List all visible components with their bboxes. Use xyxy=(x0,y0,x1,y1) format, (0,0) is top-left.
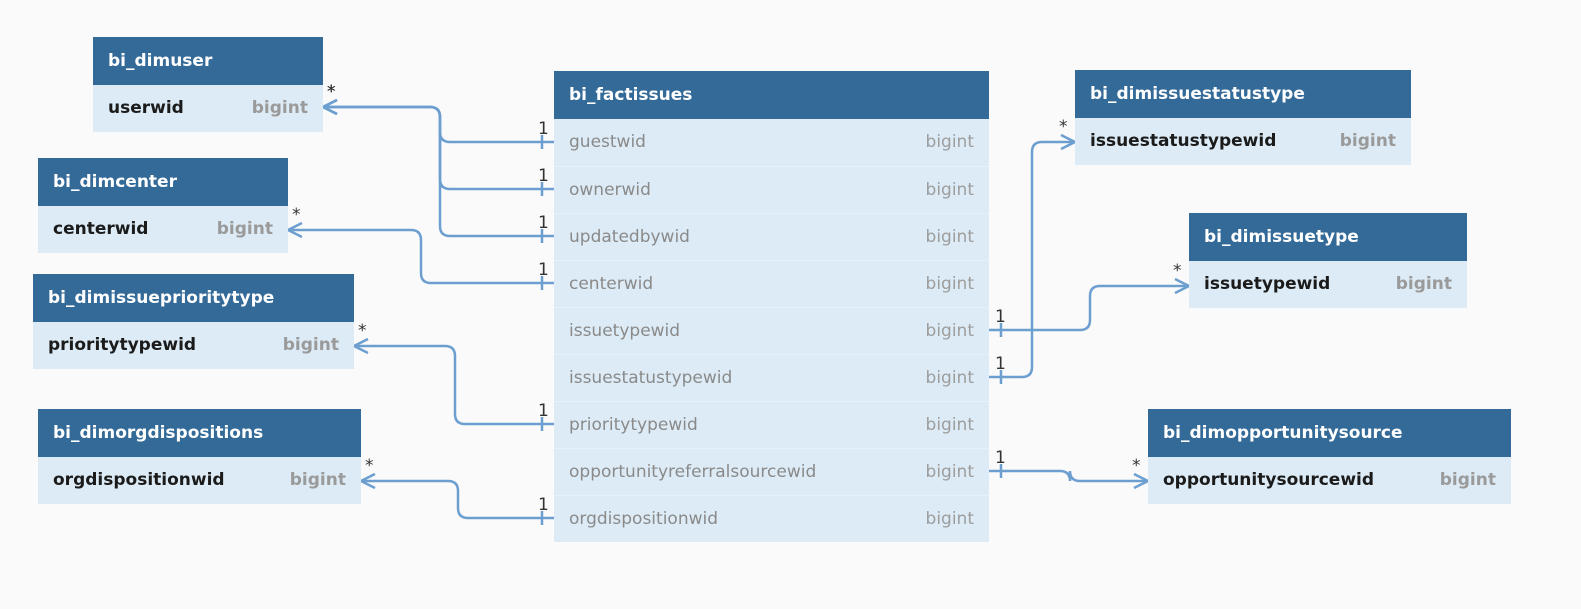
cardinality-many-label: * xyxy=(1059,117,1068,137)
column-type: bigint xyxy=(282,335,339,355)
relationship-line xyxy=(323,105,554,191)
table-column-row[interactable]: issuestatustypewid bigint xyxy=(554,354,989,401)
cardinality-many-label: * xyxy=(292,205,301,225)
table-header[interactable]: bi_dimorgdispositions xyxy=(38,409,361,457)
column-name: opportunityreferralsourcewid xyxy=(569,462,817,482)
table-column-row[interactable]: updatedbywid bigint xyxy=(554,213,989,260)
table-header[interactable]: bi_dimissuestatustype xyxy=(1075,70,1411,118)
column-name: issuestatustypewid xyxy=(1090,131,1277,151)
cardinality-many-label: * xyxy=(327,82,336,102)
table-bi-dimorgdispositions[interactable]: bi_dimorgdispositions orgdispositionwid b… xyxy=(38,409,361,504)
table-header[interactable]: bi_factissues xyxy=(554,71,989,119)
cardinality-many-label: * xyxy=(327,82,336,102)
table-column-row[interactable]: userwid bigint xyxy=(93,85,323,132)
table-column-row[interactable]: issuetypewid bigint xyxy=(1189,261,1467,308)
column-name: userwid xyxy=(108,98,184,118)
column-type: bigint xyxy=(925,509,974,529)
table-bi-dimissueprioritytype[interactable]: bi_dimissueprioritytype prioritytypewid b… xyxy=(33,274,354,369)
column-type: bigint xyxy=(925,132,974,152)
column-name: issuetypewid xyxy=(1204,274,1331,294)
column-name: centerwid xyxy=(53,219,149,239)
table-bi-factissues[interactable]: bi_factissues guestwid bigint ownerwid big… xyxy=(554,71,989,542)
column-type: bigint xyxy=(925,321,974,341)
cardinality-one-label: 1 xyxy=(538,213,549,233)
table-bi-dimopportunitysource[interactable]: bi_dimopportunitysource opportunitysourc… xyxy=(1148,409,1511,504)
many-marker xyxy=(1060,133,1076,151)
table-column-row[interactable]: issuetypewid bigint xyxy=(554,307,989,354)
table-column-row[interactable]: orgdispositionwid bigint xyxy=(38,457,361,504)
table-header[interactable]: bi_dimopportunitysource xyxy=(1148,409,1511,457)
cardinality-many-label: * xyxy=(358,321,367,341)
relationship-line xyxy=(989,284,1189,332)
cardinality-many-label: * xyxy=(327,82,336,102)
cardinality-many-label: * xyxy=(1173,261,1182,281)
column-type: bigint xyxy=(1395,274,1452,294)
table-bi-dimissuetype[interactable]: bi_dimissuetype issuetypewid bigint xyxy=(1189,213,1467,308)
many-marker xyxy=(322,98,338,116)
column-name: orgdispositionwid xyxy=(569,509,719,529)
column-name: orgdispositionwid xyxy=(53,470,225,490)
table-header[interactable]: bi_dimissuetype xyxy=(1189,213,1467,261)
column-type: bigint xyxy=(925,462,974,482)
table-column-row[interactable]: centerwid bigint xyxy=(38,206,288,253)
column-type: bigint xyxy=(925,180,974,200)
column-name: prioritytypewid xyxy=(48,335,197,355)
column-type: bigint xyxy=(1339,131,1396,151)
table-column-row[interactable]: prioritytypewid bigint xyxy=(33,322,354,369)
table-column-row[interactable]: prioritytypewid bigint xyxy=(554,401,989,448)
many-marker xyxy=(1174,277,1190,295)
table-column-row[interactable]: ownerwid bigint xyxy=(554,166,989,213)
table-column-row[interactable]: centerwid bigint xyxy=(554,260,989,307)
table-column-row[interactable]: orgdispositionwid bigint xyxy=(554,495,989,542)
column-name: updatedbywid xyxy=(569,227,690,247)
table-bi-dimissuestatustype[interactable]: bi_dimissuestatustype issuestatustypewid… xyxy=(1075,70,1411,165)
cardinality-one-label: 1 xyxy=(538,166,549,186)
many-marker xyxy=(353,337,369,355)
table-header[interactable]: bi_dimcenter xyxy=(38,158,288,206)
cardinality-one-label: 1 xyxy=(995,354,1006,374)
column-name: opportunitysourcewid xyxy=(1163,470,1375,490)
relationship-line xyxy=(354,344,554,426)
table-bi-dimuser[interactable]: bi_dimuser userwid bigint xyxy=(93,37,323,132)
relationship-line xyxy=(361,479,554,520)
column-name: guestwid xyxy=(569,132,646,152)
table-bi-dimcenter[interactable]: bi_dimcenter centerwid bigint xyxy=(38,158,288,253)
column-type: bigint xyxy=(925,415,974,435)
table-column-row[interactable]: opportunitysourcewid bigint xyxy=(1148,457,1511,504)
many-marker xyxy=(287,221,303,239)
column-type: bigint xyxy=(216,219,273,239)
table-header[interactable]: bi_dimuser xyxy=(93,37,323,85)
column-name: issuestatustypewid xyxy=(569,368,733,388)
cardinality-many-label: * xyxy=(1132,456,1141,476)
cardinality-many-label: * xyxy=(365,456,374,476)
column-name: centerwid xyxy=(569,274,654,294)
column-type: bigint xyxy=(925,368,974,388)
relationship-line xyxy=(989,469,1148,483)
column-name: ownerwid xyxy=(569,180,651,200)
many-marker xyxy=(360,472,376,490)
column-name: issuetypewid xyxy=(569,321,681,341)
table-column-row[interactable]: issuestatustypewid bigint xyxy=(1075,118,1411,165)
column-type: bigint xyxy=(251,98,308,118)
cardinality-one-label: 1 xyxy=(995,448,1006,468)
column-type: bigint xyxy=(925,274,974,294)
many-marker xyxy=(1133,472,1149,490)
column-name: prioritytypewid xyxy=(569,415,698,435)
table-column-row[interactable]: guestwid bigint xyxy=(554,119,989,166)
relationship-line xyxy=(288,228,554,285)
cardinality-one-label: 1 xyxy=(538,260,549,280)
column-type: bigint xyxy=(925,227,974,247)
relationship-line xyxy=(989,140,1075,379)
column-type: bigint xyxy=(1439,470,1496,490)
cardinality-one-label: 1 xyxy=(538,119,549,139)
cardinality-one-label: 1 xyxy=(538,401,549,421)
cardinality-one-label: 1 xyxy=(538,495,549,515)
table-column-row[interactable]: opportunityreferralsourcewid bigint xyxy=(554,448,989,495)
relationship-line xyxy=(323,105,554,238)
cardinality-one-label: 1 xyxy=(995,307,1006,327)
column-type: bigint xyxy=(289,470,346,490)
table-header[interactable]: bi_dimissueprioritytype xyxy=(33,274,354,322)
